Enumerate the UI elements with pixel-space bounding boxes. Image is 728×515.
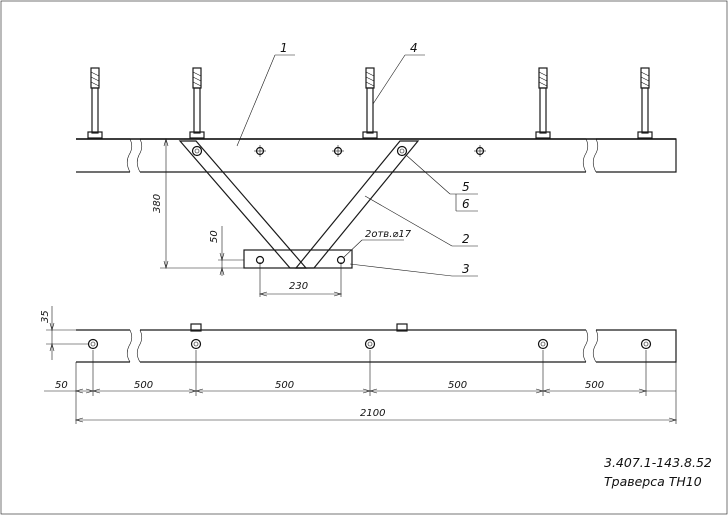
- front-view: 380 50 230 2отв.⌀17 1: [76, 41, 677, 297]
- dim-span-3-label: 500: [448, 380, 467, 391]
- callout-2: 2: [364, 195, 478, 247]
- plan-holes: [87, 338, 652, 350]
- dim-span-1-label: 500: [134, 380, 153, 391]
- brace-bolt-left: [191, 145, 203, 157]
- bottom-plate: [243, 249, 353, 269]
- svg-text:1: 1: [280, 41, 288, 55]
- brace-left: [178, 140, 308, 269]
- stud-bolt: [87, 67, 103, 139]
- dimension-50-vertical: 50: [209, 226, 244, 276]
- dimension-380: 380: [152, 137, 244, 270]
- dim-380-label: 380: [152, 194, 163, 213]
- svg-text:6: 6: [462, 197, 470, 211]
- dimension-35: 35: [40, 306, 88, 360]
- svg-text:2: 2: [462, 232, 470, 246]
- svg-text:4: 4: [410, 41, 418, 55]
- callout-1: 1: [236, 41, 295, 147]
- plan-bolt-head: [190, 323, 202, 332]
- callout-4: 4: [372, 41, 425, 105]
- stud-bolt: [189, 67, 205, 139]
- dimension-spans: 50 500 500 500 500: [44, 380, 676, 394]
- title-block: 3.407.1-143.8.52 Траверса ТН10: [604, 455, 712, 489]
- stud-bolts: [87, 67, 653, 139]
- dim-edge-50-label: 50: [55, 380, 68, 391]
- dim-span-4-label: 500: [585, 380, 604, 391]
- brace-bolt-right: [396, 145, 408, 157]
- plan-beam: [76, 329, 677, 363]
- span-extension-lines: [75, 350, 677, 424]
- drawing-code: 3.407.1-143.8.52: [604, 455, 712, 470]
- callout-5-6: 5 6: [405, 154, 478, 212]
- plan-break-right: [582, 329, 599, 363]
- dim-2100-label: 2100: [360, 408, 385, 419]
- plan-view: 35 50 500 500 500 500: [40, 306, 678, 424]
- holes-note-label: 2отв.⌀17: [365, 229, 412, 240]
- v-brace: [178, 140, 420, 269]
- stud-bolt: [535, 67, 551, 139]
- dimension-2100: 2100: [74, 408, 678, 423]
- stud-bolt: [362, 67, 378, 139]
- beam-holes: [254, 145, 486, 157]
- plan-break-left: [126, 329, 143, 363]
- beam-break-left: [126, 138, 143, 173]
- brace-right: [294, 140, 420, 269]
- dimension-230: 230: [258, 262, 343, 297]
- svg-text:5: 5: [462, 180, 470, 194]
- beam-break-right: [582, 138, 599, 173]
- dim-35-label: 35: [40, 310, 51, 323]
- dim-span-2-label: 500: [275, 380, 294, 391]
- callout-3: 3: [349, 262, 478, 277]
- drawing-title: Траверса ТН10: [604, 474, 702, 489]
- stud-bolt: [637, 67, 653, 139]
- holes-note: 2отв.⌀17: [342, 229, 412, 259]
- dim-230-label: 230: [289, 281, 308, 292]
- plan-bolt-head: [396, 323, 408, 332]
- svg-text:3: 3: [462, 262, 470, 276]
- dim-50-label: 50: [209, 230, 220, 243]
